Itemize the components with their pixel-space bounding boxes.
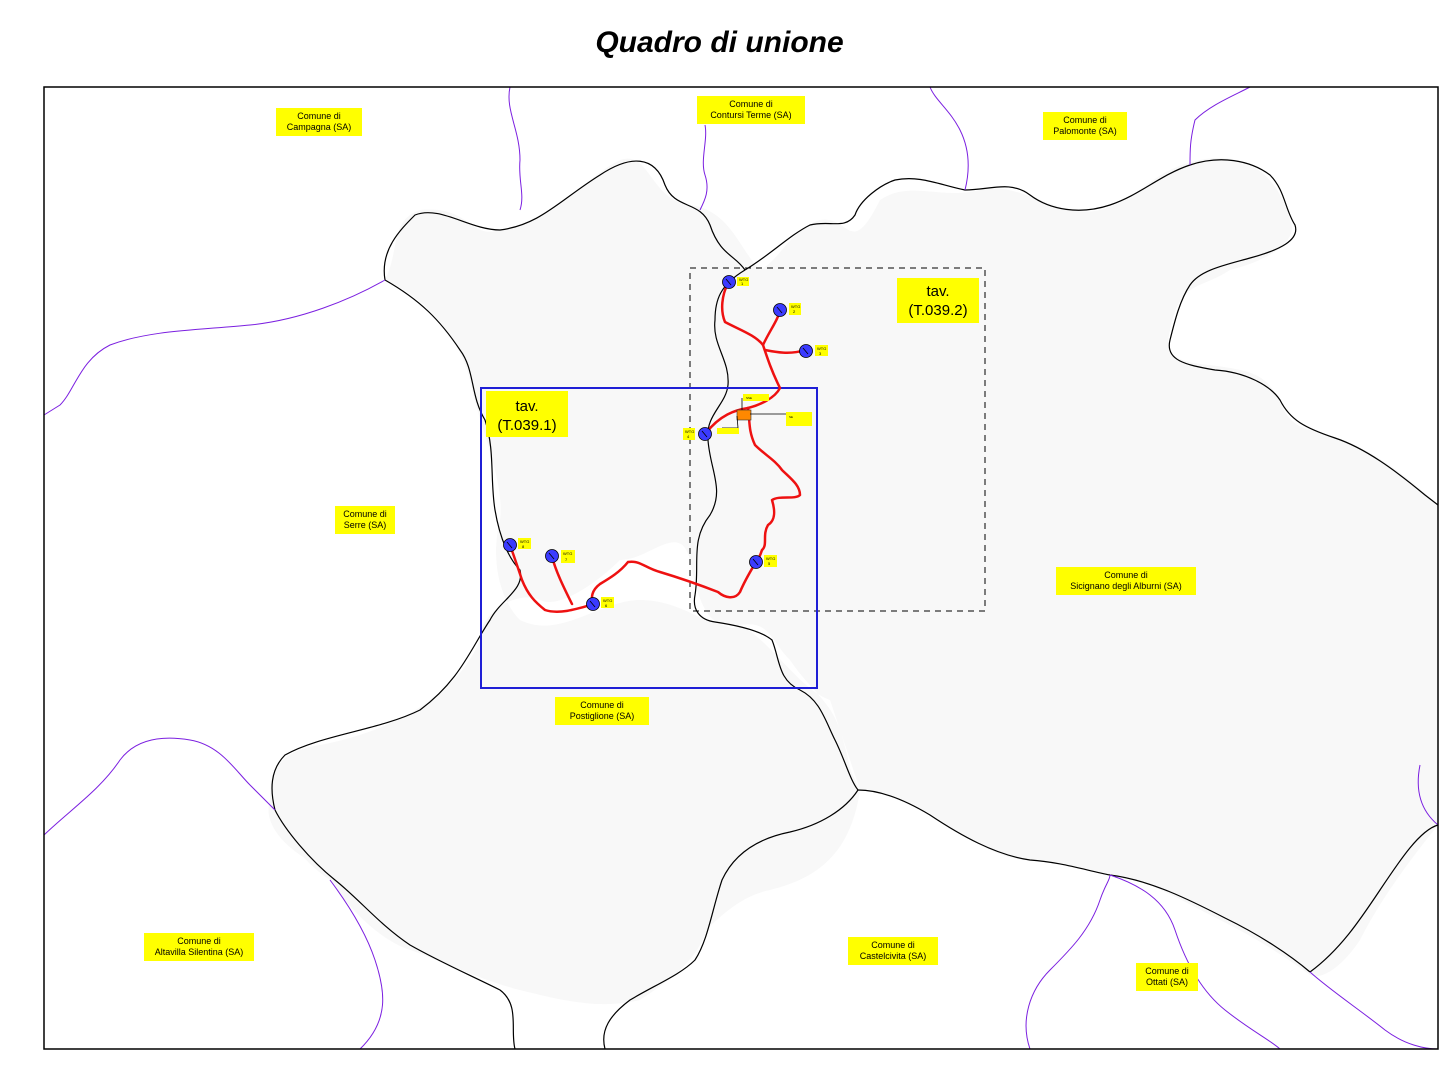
turbine-5[interactable]: WTG 5 xyxy=(749,555,778,569)
svg-text:WTG: WTG xyxy=(739,277,748,282)
label-serre: Comune di Serre (SA) xyxy=(335,506,395,534)
turbine-6[interactable]: WTG 6 xyxy=(586,597,615,611)
svg-text:tav.: tav. xyxy=(515,398,538,415)
svg-text:SSE: SSE xyxy=(746,396,752,400)
sheet-1-label[interactable]: tav. (T.039.1) xyxy=(486,391,568,437)
turbines: WTG 1 WTG 2 WTG 3 WTG 4 WTG xyxy=(503,275,829,611)
svg-text:WTG: WTG xyxy=(563,551,572,556)
svg-text:Palomonte (SA): Palomonte (SA) xyxy=(1053,126,1117,136)
svg-text:WTG: WTG xyxy=(603,598,612,603)
turbine-8[interactable]: WTG 8 xyxy=(503,538,532,552)
svg-text:Comune di: Comune di xyxy=(297,111,341,121)
svg-text:Ottati (SA): Ottati (SA) xyxy=(1146,977,1188,987)
turbine-4[interactable]: WTG 4 xyxy=(683,427,712,441)
svg-text:Comune di: Comune di xyxy=(580,700,624,710)
svg-text:Postiglione (SA): Postiglione (SA) xyxy=(570,711,635,721)
svg-text:SE: SE xyxy=(789,415,793,419)
substation: SSE SE xyxy=(717,394,812,434)
label-altavilla: Comune di Altavilla Silentina (SA) xyxy=(144,933,254,961)
svg-text:8: 8 xyxy=(522,544,525,549)
sheet-2-label[interactable]: tav. (T.039.2) xyxy=(897,278,979,323)
svg-text:5: 5 xyxy=(768,561,771,566)
turbine-1[interactable]: WTG 1 xyxy=(722,275,750,289)
svg-text:Comune di: Comune di xyxy=(1104,570,1148,580)
label-campagna: Comune di Campagna (SA) xyxy=(276,108,362,136)
svg-text:Comune di: Comune di xyxy=(729,99,773,109)
label-palomonte: Comune di Palomonte (SA) xyxy=(1043,112,1127,140)
svg-text:2: 2 xyxy=(793,309,796,314)
svg-text:Altavilla Silentina (SA): Altavilla Silentina (SA) xyxy=(155,947,244,957)
svg-text:WTG: WTG xyxy=(685,429,694,434)
svg-text:Comune di: Comune di xyxy=(1063,115,1107,125)
project-area-south xyxy=(270,620,860,1005)
svg-text:7: 7 xyxy=(565,557,568,562)
turbine-3[interactable]: WTG 3 xyxy=(799,344,829,358)
svg-text:Comune di: Comune di xyxy=(343,509,387,519)
label-ottati: Comune di Ottati (SA) xyxy=(1136,963,1198,991)
svg-text:WTG: WTG xyxy=(520,539,529,544)
svg-text:Comune di: Comune di xyxy=(871,940,915,950)
svg-text:Sicignano degli Alburni (SA): Sicignano degli Alburni (SA) xyxy=(1070,581,1182,591)
svg-text:6: 6 xyxy=(605,603,608,608)
label-sicignano: Comune di Sicignano degli Alburni (SA) xyxy=(1056,567,1196,595)
svg-text:WTG: WTG xyxy=(791,304,800,309)
external-boundaries xyxy=(43,86,1439,1050)
svg-text:Castelcivita (SA): Castelcivita (SA) xyxy=(860,951,927,961)
svg-text:Comune di: Comune di xyxy=(177,936,221,946)
svg-text:WTG: WTG xyxy=(766,556,775,561)
svg-text:Serre (SA): Serre (SA) xyxy=(344,520,387,530)
turbine-7[interactable]: WTG 7 xyxy=(545,549,576,564)
svg-text:4: 4 xyxy=(687,434,690,439)
svg-text:(T.039.2): (T.039.2) xyxy=(908,302,967,319)
label-castelcivita: Comune di Castelcivita (SA) xyxy=(848,937,938,965)
svg-text:Contursi Terme (SA): Contursi Terme (SA) xyxy=(710,110,791,120)
svg-text:Comune di: Comune di xyxy=(1145,966,1189,976)
sheet-1-frame[interactable] xyxy=(480,387,818,689)
svg-text:WTG: WTG xyxy=(817,346,826,351)
label-postiglione: Comune di Postiglione (SA) xyxy=(555,697,649,725)
svg-text:3: 3 xyxy=(819,351,822,356)
svg-text:1: 1 xyxy=(741,281,744,286)
svg-text:Campagna (SA): Campagna (SA) xyxy=(287,122,352,132)
map-title: Quadro di unione xyxy=(595,26,844,59)
turbine-2[interactable]: WTG 2 xyxy=(773,303,802,317)
map-frame-border xyxy=(43,86,1439,1050)
svg-text:tav.: tav. xyxy=(926,283,949,300)
municipality-labels: Comune di Campagna (SA) Comune di Contur… xyxy=(144,96,1198,991)
svg-text:(T.039.1): (T.039.1) xyxy=(497,417,556,434)
label-contursi: Comune di Contursi Terme (SA) xyxy=(697,96,805,124)
municipal-boundaries xyxy=(271,159,1439,1050)
